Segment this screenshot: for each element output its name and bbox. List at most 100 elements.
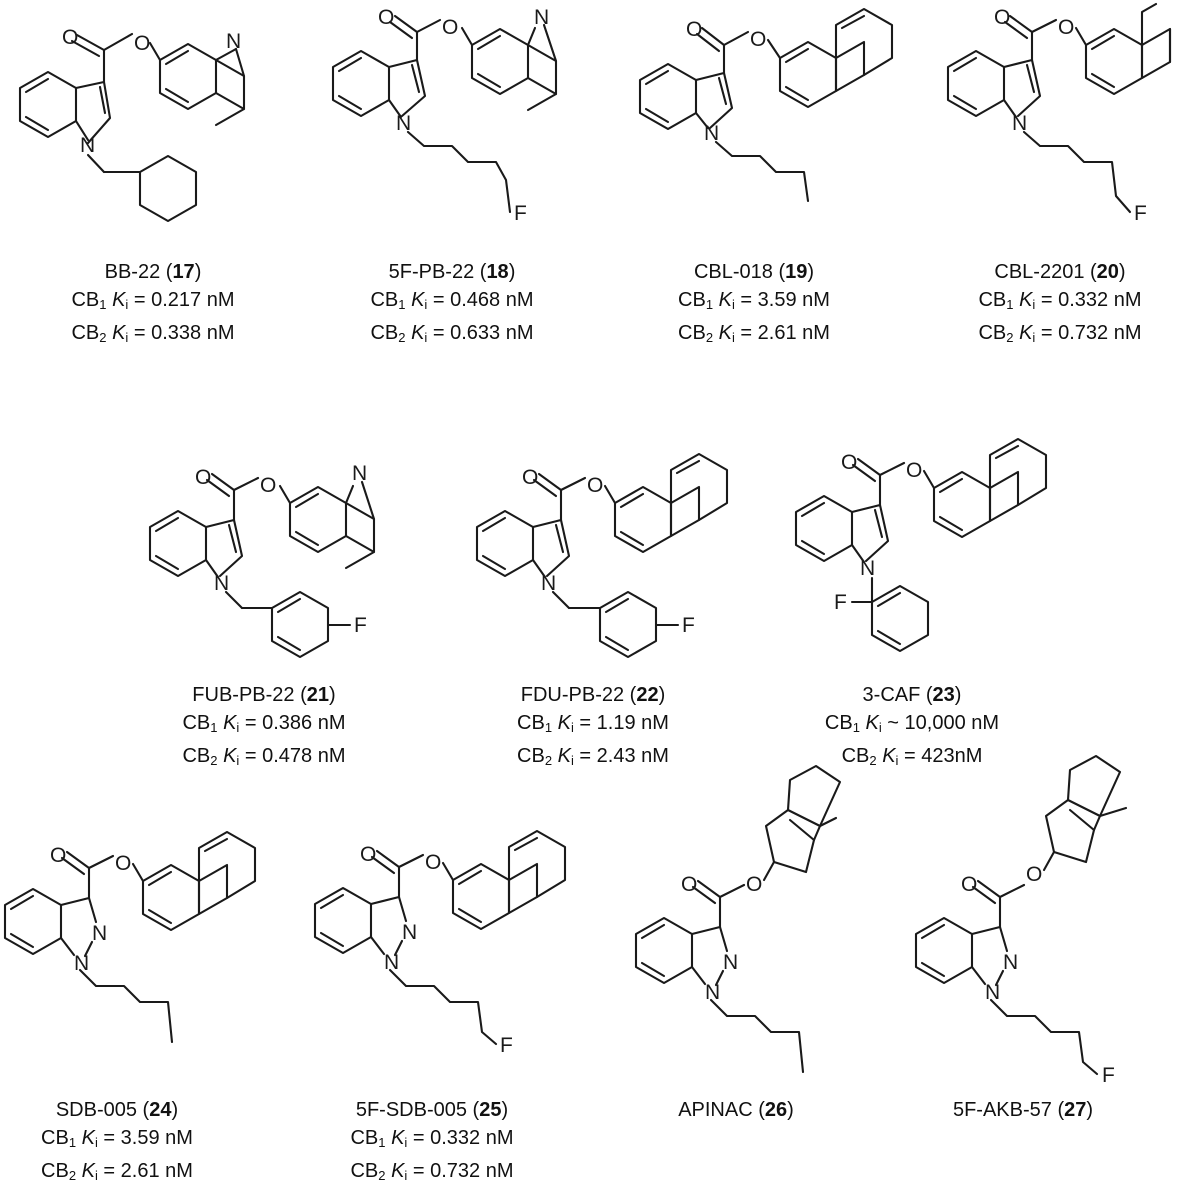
caption-17: BB-22 (17) CB1 Ki = 0.217 nM CB2 Ki = 0.…	[3, 258, 303, 352]
cb1-ki: CB1 Ki = 3.59 nM	[678, 289, 830, 312]
atom-o: O	[522, 466, 538, 489]
atom-n: N	[704, 122, 719, 145]
atom-n: N	[723, 951, 738, 974]
atom-o: O	[750, 28, 766, 51]
cb1-ki: CB1 Ki = 1.19 nM	[517, 712, 669, 735]
caption-25: 5F-SDB-005 (25) CB1 Ki = 0.332 nM CB2 Ki…	[282, 1096, 582, 1190]
caption-21: FUB-PB-22 (21) CB1 Ki = 0.386 nM CB2 Ki …	[114, 681, 414, 775]
compound-name: APINAC (26)	[678, 1099, 794, 1121]
caption-19: CBL-018 (19) CB1 Ki = 3.59 nM CB2 Ki = 2…	[604, 258, 904, 352]
cb2-ki: CB2 Ki = 2.61 nM	[41, 1160, 193, 1183]
atom-n: N	[226, 30, 241, 53]
compound-name: 5F-PB-22 (18)	[388, 261, 516, 283]
structure-19	[638, 7, 894, 203]
cb2-ki: CB2 Ki = 423nM	[841, 745, 983, 768]
cb1-ki: CB1 Ki = 3.59 nM	[41, 1127, 193, 1150]
structure-18	[331, 14, 558, 214]
atom-f: F	[1134, 202, 1147, 225]
atom-n: N	[705, 981, 720, 1004]
atom-o: O	[195, 466, 211, 489]
caption-18: 5F-PB-22 (18) CB1 Ki = 0.468 nM CB2 Ki =…	[302, 258, 602, 352]
atom-o: O	[360, 843, 376, 866]
atom-labels: O O N N O O N N F O O N O O N F O O N N …	[50, 6, 1147, 1087]
structure-21	[148, 472, 376, 659]
caption-27: 5F-AKB-57 (27)	[873, 1096, 1173, 1124]
structure-27	[914, 754, 1128, 1076]
atom-n: N	[214, 572, 229, 595]
cb1-ki: CB1 Ki = 0.468 nM	[370, 289, 534, 312]
cb2-ki: CB2 Ki = 0.338 nM	[71, 322, 235, 345]
atom-o: O	[746, 873, 762, 896]
structure-17	[18, 32, 246, 223]
atom-o: O	[961, 873, 977, 896]
compound-name: CBL-018 (19)	[693, 261, 815, 283]
caption-23: 3-CAF (23) CB1 Ki ~ 10,000 nM CB2 Ki = 4…	[762, 681, 1062, 775]
cb2-ki: CB2 Ki = 0.732 nM	[978, 322, 1142, 345]
atom-f: F	[500, 1034, 513, 1057]
atom-o: O	[378, 6, 394, 29]
compound-name: CBL-2201 (20)	[994, 261, 1126, 283]
cb1-ki: CB1 Ki ~ 10,000 nM	[824, 712, 1000, 735]
compound-name: FUB-PB-22 (21)	[192, 684, 336, 706]
atom-o: O	[994, 6, 1010, 29]
structure-24	[3, 830, 257, 1044]
cb2-ki: CB2 Ki = 0.478 nM	[182, 745, 346, 768]
structure-26	[634, 764, 842, 1074]
atom-n: N	[860, 557, 875, 580]
atom-n: N	[402, 921, 417, 944]
atom-f: F	[1102, 1064, 1115, 1087]
atom-o: O	[841, 451, 857, 474]
cb2-ki: CB2 Ki = 0.732 nM	[350, 1160, 514, 1183]
compound-name: BB-22 (17)	[104, 261, 202, 283]
caption-24: SDB-005 (24) CB1 Ki = 3.59 nM CB2 Ki = 2…	[0, 1096, 267, 1190]
atom-o: O	[1026, 863, 1042, 886]
atom-n: N	[541, 572, 556, 595]
atom-o: O	[686, 18, 702, 41]
atom-o: O	[906, 459, 922, 482]
atom-o: O	[115, 852, 131, 875]
atom-n: N	[985, 981, 1000, 1004]
cb1-ki: CB1 Ki = 0.217 nM	[71, 289, 235, 312]
atom-n: N	[352, 462, 367, 485]
caption-20: CBL-2201 (20) CB1 Ki = 0.332 nM CB2 Ki =…	[910, 258, 1179, 352]
cb2-ki: CB2 Ki = 2.61 nM	[678, 322, 830, 345]
caption-22: FDU-PB-22 (22) CB1 Ki = 1.19 nM CB2 Ki =…	[443, 681, 743, 775]
compound-name: 5F-AKB-57 (27)	[952, 1099, 1094, 1121]
atom-o: O	[62, 26, 78, 49]
atom-f: F	[354, 614, 367, 637]
atom-n: N	[534, 6, 549, 29]
cb1-ki: CB1 Ki = 0.386 nM	[182, 712, 346, 735]
atom-n: N	[74, 952, 89, 975]
atom-o: O	[681, 873, 697, 896]
structure-23	[794, 437, 1048, 653]
compound-name: 3-CAF (23)	[862, 684, 962, 706]
cb2-ki: CB2 Ki = 0.633 nM	[370, 322, 534, 345]
atom-f: F	[682, 614, 695, 637]
structure-22	[475, 452, 729, 659]
structure-25	[313, 829, 567, 1046]
structure-20	[946, 2, 1172, 214]
compound-name: 5F-SDB-005 (25)	[355, 1099, 509, 1121]
atom-f: F	[514, 202, 527, 225]
atom-n: N	[92, 922, 107, 945]
atom-o: O	[260, 474, 276, 497]
caption-26: APINAC (26)	[586, 1096, 886, 1124]
atom-o: O	[442, 16, 458, 39]
cb1-ki: CB1 Ki = 0.332 nM	[978, 289, 1142, 312]
compound-name: FDU-PB-22 (22)	[520, 684, 666, 706]
cb1-ki: CB1 Ki = 0.332 nM	[350, 1127, 514, 1150]
atom-n: N	[1003, 951, 1018, 974]
atom-n: N	[1012, 112, 1027, 135]
cb2-ki: CB2 Ki = 2.43 nM	[517, 745, 669, 768]
atom-n: N	[384, 951, 399, 974]
atom-o: O	[425, 851, 441, 874]
atom-o: O	[50, 844, 66, 867]
atom-n: N	[396, 112, 411, 135]
atom-f: F	[834, 591, 847, 614]
atom-n: N	[80, 134, 95, 157]
atom-o: O	[134, 32, 150, 55]
compound-name: SDB-005 (24)	[55, 1099, 179, 1121]
atom-o: O	[587, 474, 603, 497]
